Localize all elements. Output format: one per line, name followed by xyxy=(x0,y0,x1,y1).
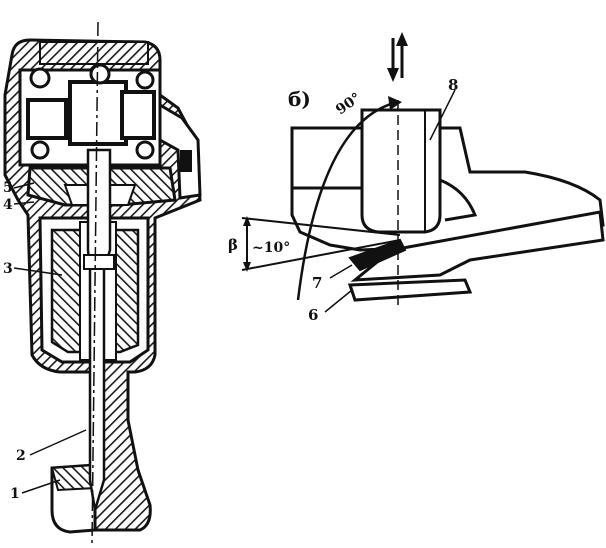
label-part-3: 3 xyxy=(3,261,13,277)
bearing-block-right xyxy=(120,90,156,140)
label-beta: β xyxy=(228,236,238,254)
bearing-block-center xyxy=(68,80,128,146)
centre-axis xyxy=(91,21,99,546)
label-part-2: 2 xyxy=(16,448,26,464)
direction-arrows-icon xyxy=(387,32,408,82)
section-view: 5 4 3 2 1 xyxy=(3,21,202,546)
column-8 xyxy=(360,108,442,234)
top-cap xyxy=(39,41,149,65)
view-b: б) 90° 8 β ~10° 7 6 xyxy=(228,32,605,324)
label-part-5: 5 xyxy=(3,180,13,196)
bearing-block-left xyxy=(26,98,68,140)
label-view-b: б) xyxy=(288,87,311,111)
label-part-7: 7 xyxy=(312,274,322,292)
blade-6 xyxy=(347,278,473,302)
label-part-4: 4 xyxy=(3,197,13,213)
label-angle-10: ~10° xyxy=(252,240,290,256)
ball-2 xyxy=(89,63,111,85)
front-face xyxy=(290,126,374,190)
label-part-8: 8 xyxy=(448,76,458,94)
blade-7 xyxy=(348,238,407,272)
label-angle-90: 90° xyxy=(333,90,364,118)
extended-arm xyxy=(350,210,605,282)
ball-3 xyxy=(135,70,155,90)
ball-1 xyxy=(29,67,51,89)
label-part-1: 1 xyxy=(10,486,20,502)
label-part-6: 6 xyxy=(308,306,318,324)
ball-5 xyxy=(135,140,155,160)
ball-4 xyxy=(30,140,50,160)
